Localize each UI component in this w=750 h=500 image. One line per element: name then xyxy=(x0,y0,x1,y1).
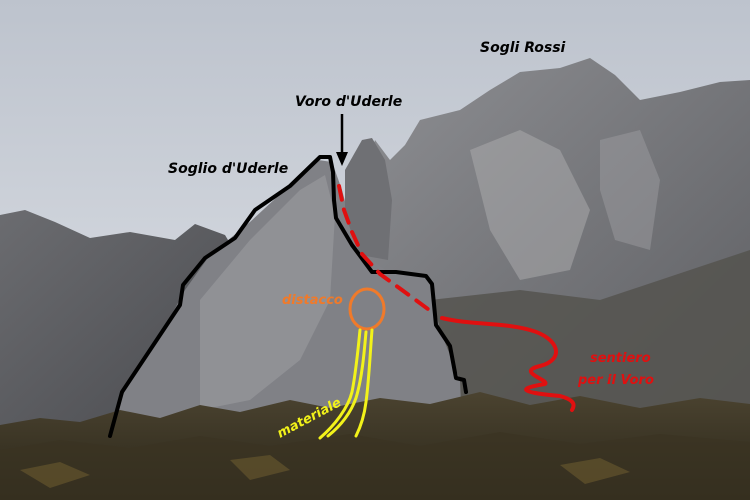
distacco-circle xyxy=(348,287,386,331)
voro-arrow-head xyxy=(336,152,348,166)
voro-pinnacle xyxy=(345,138,392,260)
label-distacco: distacco xyxy=(282,293,343,308)
sentiero-dashed xyxy=(337,184,434,314)
sentiero-solid xyxy=(440,316,576,412)
right-lower-slope xyxy=(430,250,750,430)
materiale-line-right xyxy=(354,328,374,438)
materiale-line-left xyxy=(318,328,362,440)
soglio-face-light xyxy=(200,175,335,410)
label-sentiero-line1: sentiero xyxy=(590,351,651,366)
soglio-outline xyxy=(108,155,468,438)
rock-face-highlight xyxy=(470,130,590,280)
label-soglio: Soglio d'Uderle xyxy=(168,161,288,177)
forest-texture xyxy=(0,432,750,500)
materiale-line-mid xyxy=(326,330,368,438)
label-sogli-rossi: Sogli Rossi xyxy=(480,40,566,56)
rock-face-highlight xyxy=(600,130,660,250)
label-sentiero-line2: per il Voro xyxy=(577,373,654,388)
label-voro: Voro d'Uderle xyxy=(295,94,402,110)
